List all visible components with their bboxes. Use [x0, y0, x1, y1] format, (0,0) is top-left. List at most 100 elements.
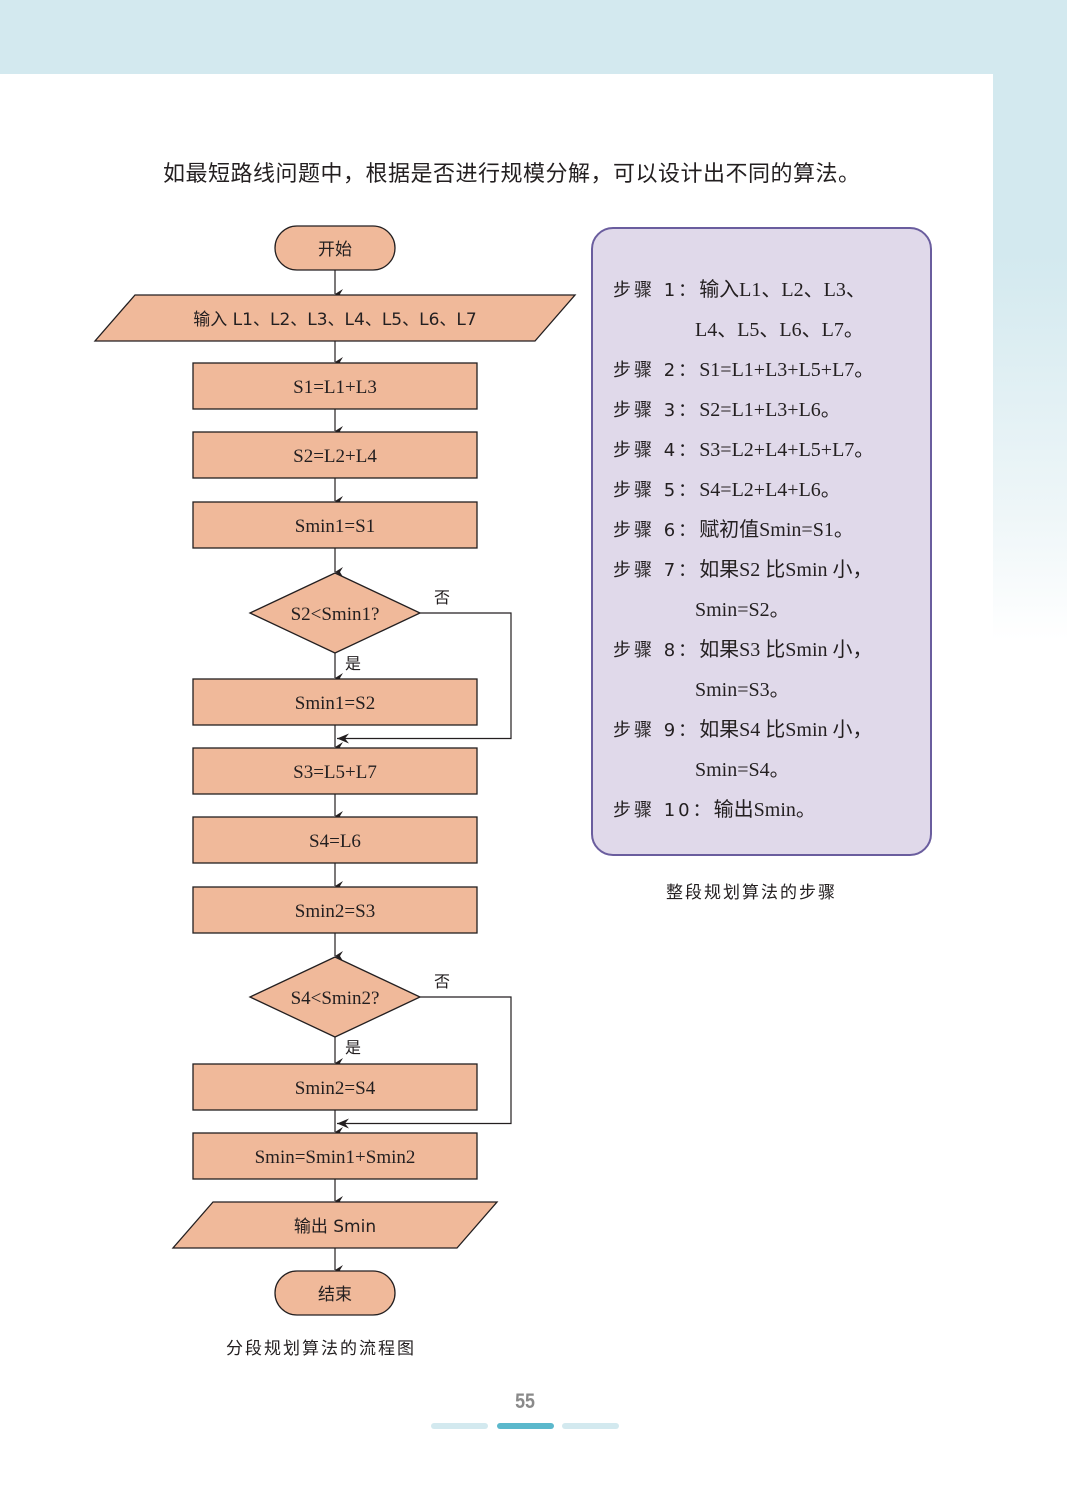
no-branch-label: 否 [434, 972, 450, 991]
flow-node-terminator: 开始 [274, 225, 396, 271]
flow-node-label: S1=L1+L3 [293, 377, 377, 398]
flow-node-terminator: 结束 [274, 1270, 396, 1316]
flow-node-process: Smin=Smin1+Smin2 [192, 1132, 478, 1180]
step-text: 赋初值Smin=S1。 [699, 519, 854, 541]
step-label: 步骤 1： [613, 280, 700, 301]
flow-node-label: S3=L5+L7 [293, 762, 377, 783]
intro-paragraph: 如最短路线问题中，根据是否进行规模分解，可以设计出不同的算法。 [163, 162, 861, 187]
step-item: 步骤 9：如果S4 比Smin 小， [613, 713, 873, 742]
flow-node-label: S2<Smin1? [291, 604, 380, 625]
yes-branch-label: 是 [345, 654, 361, 673]
step-item: 步骤 7：如果S2 比Smin 小， [613, 553, 873, 582]
pager-bar-active [497, 1423, 554, 1429]
steps-panel: 步骤 1：输入L1、L2、L3、 L4、L5、L6、L7。 步骤 2：S1=L1… [591, 227, 932, 856]
flowchart-caption: 分段规划算法的流程图 [226, 1339, 416, 1359]
terminator-shape [274, 1270, 396, 1316]
right-decorative-strip [993, 0, 1067, 640]
flow-node-process: Smin2=S4 [192, 1063, 478, 1111]
bypass-arrowhead [337, 1118, 349, 1129]
flow-node-label: Smin1=S1 [295, 516, 375, 537]
flow-node-label: Smin2=S4 [295, 1078, 376, 1099]
step-label: 步骤 5： [613, 480, 700, 501]
step-text: 如果S3 比Smin 小， [699, 639, 873, 661]
flow-node-process: Smin2=S3 [192, 886, 478, 934]
process-box [192, 1063, 478, 1111]
decision-diamond [248, 572, 422, 654]
flow-node-io: 输出 Smin [171, 1201, 499, 1249]
process-box [192, 886, 478, 934]
process-box [192, 816, 478, 864]
decision-diamond [248, 956, 422, 1038]
flow-node-io: 输入 L1、L2、L3、L4、L5、L6、L7 [93, 294, 577, 342]
step-label: 步骤 10： [613, 800, 714, 821]
steps-caption: 整段规划算法的步骤 [666, 883, 837, 903]
bypass-arrowhead [337, 733, 349, 744]
step-continuation: Smin=S4。 [695, 759, 790, 781]
step-item: 步骤 3：S2=L1+L3+L6。 [613, 393, 841, 422]
no-bypass-path [337, 996, 512, 1125]
top-decorative-band [0, 0, 1067, 74]
flow-node-label: 输入 L1、L2、L3、L4、L5、L6、L7 [193, 310, 476, 330]
step-text: 输入L1、L2、L3、 [699, 279, 866, 301]
flow-node-decision: S4<Smin2? 是 否 [248, 956, 450, 1057]
pager-bar-right [562, 1423, 619, 1429]
yes-branch-label: 是 [345, 1038, 361, 1057]
step-label: 步骤 2： [613, 360, 700, 381]
flow-node-process: S3=L5+L7 [192, 747, 478, 795]
step-item: 步骤 5：S4=L2+L4+L6。 [613, 473, 841, 502]
step-label: 步骤 3： [613, 400, 700, 421]
step-item: 步骤 8：如果S3 比Smin 小， [613, 633, 873, 662]
step-text: S1=L1+L3+L5+L7。 [699, 359, 875, 381]
step-continuation: L4、L5、L6、L7。 [695, 319, 864, 341]
step-text: 如果S2 比Smin 小， [699, 559, 873, 581]
flow-node-process: Smin1=S2 [192, 678, 478, 726]
step-text: S3=L2+L4+L5+L7。 [699, 439, 875, 461]
process-box [192, 362, 478, 410]
step-text: S2=L1+L3+L6。 [699, 399, 841, 421]
process-box [192, 431, 478, 479]
step-label: 步骤 9： [613, 720, 700, 741]
process-box [192, 501, 478, 549]
step-item: 步骤 1：输入L1、L2、L3、 [613, 273, 866, 302]
step-text: S4=L2+L4+L6。 [699, 479, 841, 501]
step-text: 如果S4 比Smin 小， [699, 719, 873, 741]
flow-node-label: 开始 [318, 240, 352, 260]
flow-node-process: Smin1=S1 [192, 501, 478, 549]
step-item: 步骤 6：赋初值Smin=S1。 [613, 513, 854, 542]
step-item: 步骤 4：S3=L2+L4+L5+L7。 [613, 433, 874, 462]
flow-node-label: 输出 Smin [294, 1217, 376, 1237]
pager-bar-left [431, 1423, 488, 1429]
io-parallelogram [93, 294, 577, 342]
terminator-shape [274, 225, 396, 271]
flow-node-label: Smin2=S3 [295, 901, 375, 922]
step-continuation: Smin=S3。 [695, 679, 790, 701]
step-label: 步骤 6： [613, 520, 700, 541]
flow-node-decision: S2<Smin1? 是 否 [248, 572, 450, 673]
flow-node-label: Smin1=S2 [295, 693, 375, 714]
step-text: 输出Smin。 [713, 799, 816, 821]
flow-node-label: S2=L2+L4 [293, 446, 377, 467]
flow-node-process: S4=L6 [192, 816, 478, 864]
process-box [192, 747, 478, 795]
page-number: 55 [515, 1390, 535, 1413]
process-box [192, 1132, 478, 1180]
flow-node-label: S4<Smin2? [291, 988, 380, 1009]
flow-node-label: Smin=Smin1+Smin2 [255, 1147, 416, 1168]
no-bypass-path [337, 612, 512, 740]
step-label: 步骤 7： [613, 560, 700, 581]
flow-node-process: S2=L2+L4 [192, 431, 478, 479]
step-item: 步骤 2：S1=L1+L3+L5+L7。 [613, 353, 874, 382]
no-branch-label: 否 [434, 588, 450, 607]
step-label: 步骤 4： [613, 440, 700, 461]
flow-node-label: 结束 [318, 1285, 352, 1305]
io-parallelogram [171, 1201, 499, 1249]
flow-connectors [334, 270, 512, 1275]
process-box [192, 678, 478, 726]
flow-node-label: S4=L6 [309, 831, 361, 852]
flow-node-process: S1=L1+L3 [192, 362, 478, 410]
step-item: 步骤 10：输出Smin。 [613, 793, 816, 822]
step-continuation: Smin=S2。 [695, 599, 790, 621]
step-label: 步骤 8： [613, 640, 700, 661]
